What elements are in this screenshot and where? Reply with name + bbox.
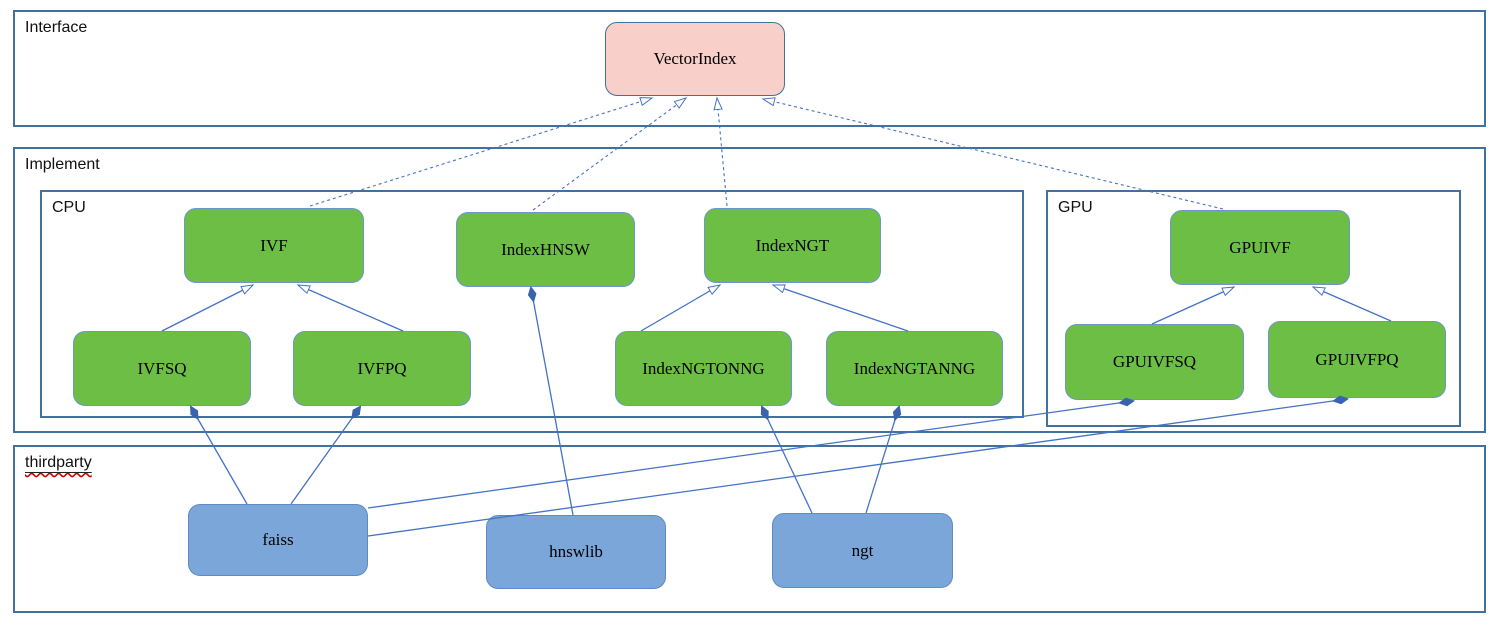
section-implement-label: Implement [25,156,100,173]
node-gpuivfsq: GPUIVFSQ [1065,324,1244,400]
section-gpu-label: GPU [1058,199,1093,216]
node-ivfsq: IVFSQ [73,331,251,406]
node-indexngt: IndexNGT [704,208,881,283]
node-indexhnsw: IndexHNSW [456,212,635,287]
node-hnswlib: hnswlib [486,515,666,589]
node-gpuivf: GPUIVF [1170,210,1350,285]
section-interface-label: Interface [25,19,88,36]
node-indexngtonng: IndexNGTONNG [615,331,792,406]
section-interface: Interface [13,10,1486,127]
node-vectorindex: VectorIndex [605,22,785,96]
node-faiss: faiss [188,504,368,576]
section-cpu-label: CPU [52,199,86,216]
node-indexngtanng: IndexNGTANNG [826,331,1003,406]
section-thirdparty-label: thirdparty [25,454,92,471]
node-ngt: ngt [772,513,953,588]
node-gpuivfpq: GPUIVFPQ [1268,321,1446,398]
node-ivfpq: IVFPQ [293,331,471,406]
node-ivf: IVF [184,208,364,283]
